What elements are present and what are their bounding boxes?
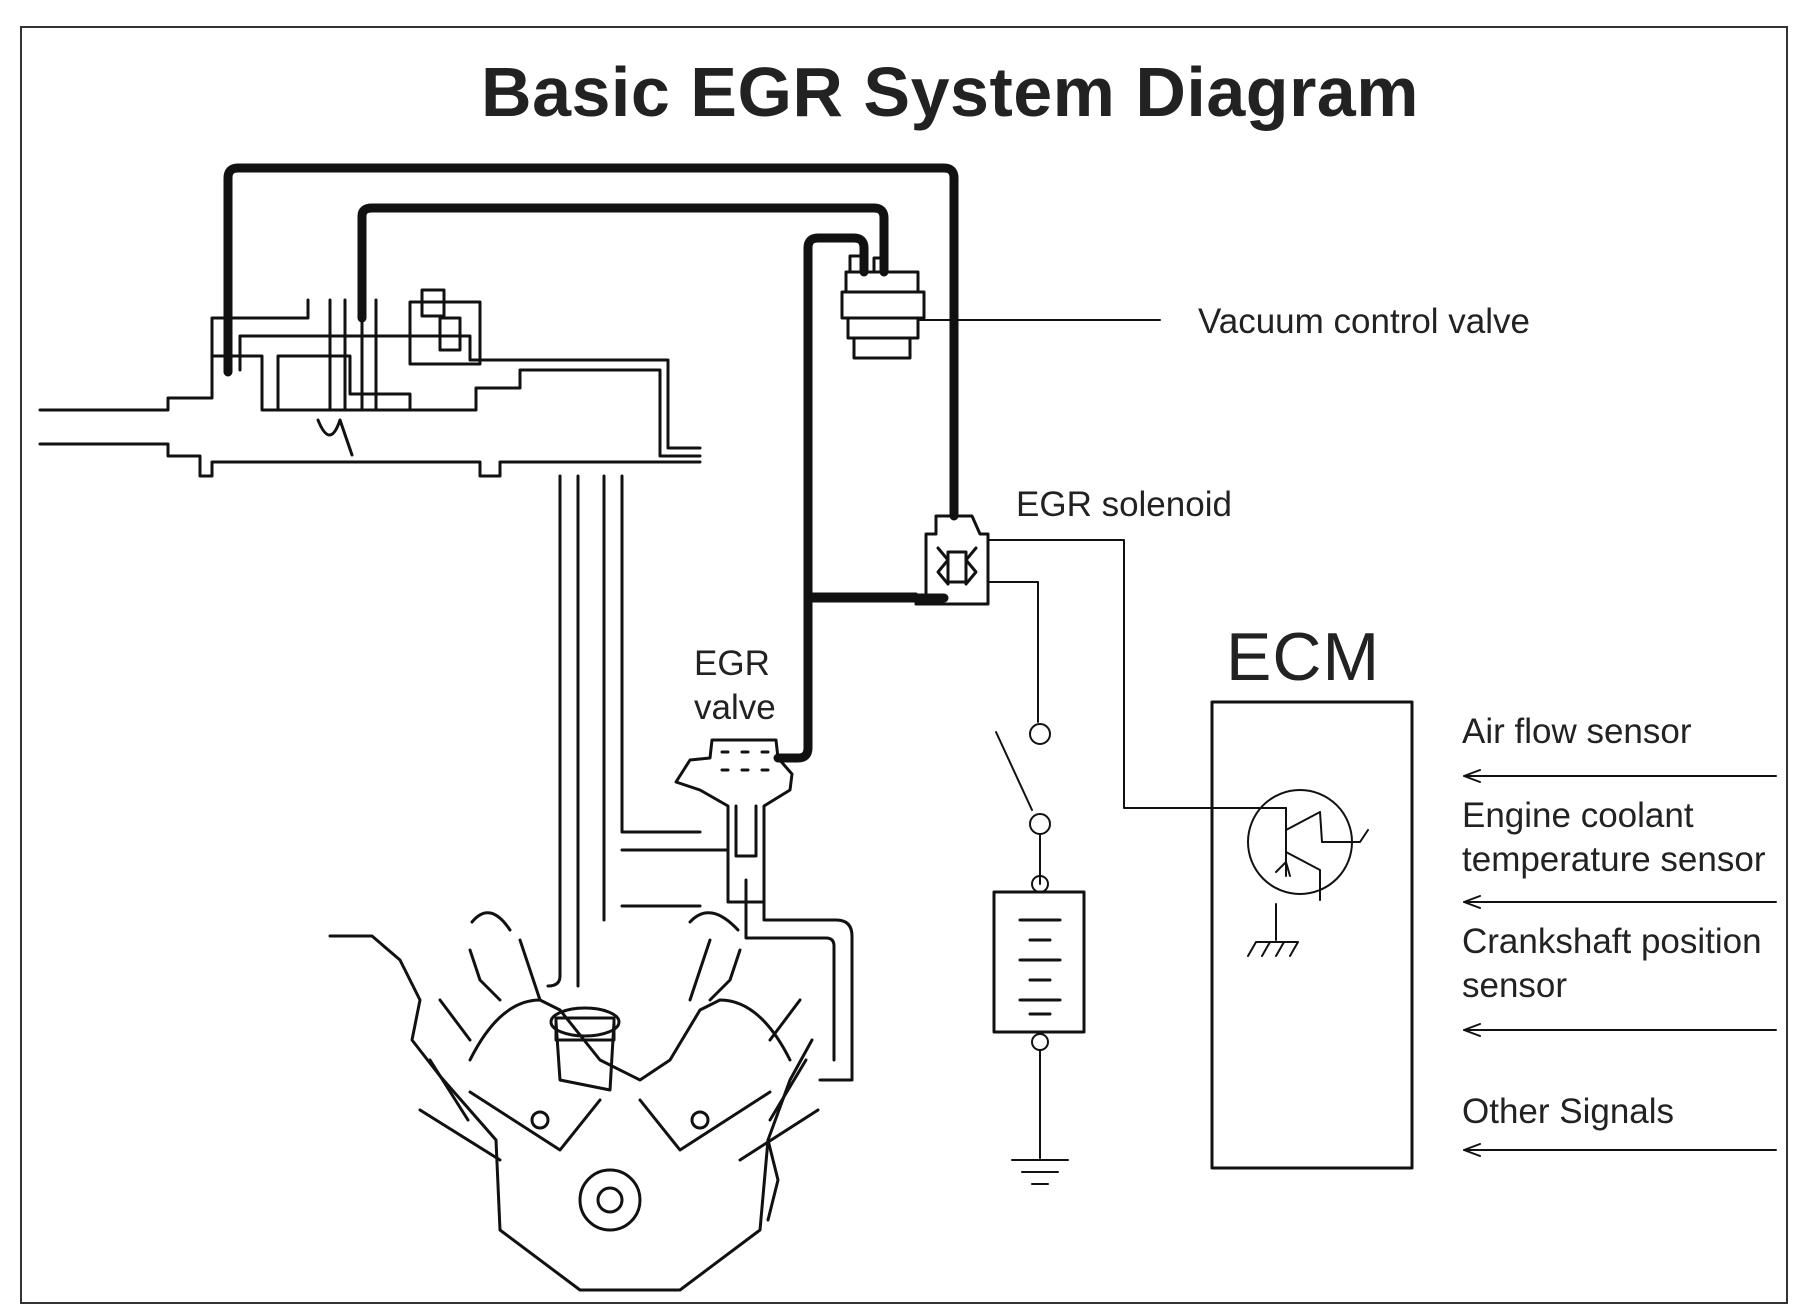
- engine-block: [328, 911, 820, 1292]
- input-label-crankshaft-line1: Crankshaft position: [1462, 922, 1762, 961]
- diagram-title: Basic EGR System Diagram: [481, 53, 1419, 131]
- ecm-module: [1210, 700, 1414, 1170]
- input-label-crankshaft-line2: sensor: [1462, 966, 1568, 1005]
- throttle-assembly: [316, 288, 482, 457]
- egr-valve-label-line2: valve: [694, 688, 776, 727]
- diagram-border: [20, 26, 1788, 1304]
- egr-valve-label-line1: EGR: [694, 644, 770, 683]
- input-label-coolant-line2: temperature sensor: [1462, 840, 1766, 879]
- egr-solenoid-label: EGR solenoid: [1016, 485, 1232, 524]
- egr-valve: [674, 738, 794, 904]
- input-label-air-flow: Air flow sensor: [1462, 712, 1692, 751]
- vacuum-hoses: [223, 163, 959, 763]
- vacuum-control-valve-label: Vacuum control valve: [1198, 302, 1531, 341]
- input-label-other-signals: Other Signals: [1462, 1092, 1675, 1131]
- input-label-coolant-line1: Engine coolant: [1462, 796, 1694, 835]
- egr-pipes: [546, 474, 854, 1082]
- egr-solenoid: [806, 514, 1271, 809]
- vacuum-control-valve: [840, 254, 1161, 360]
- input-arrows: [1463, 769, 1777, 1157]
- ecm-label: ECM: [1226, 619, 1381, 695]
- switch-battery-circuit: [992, 723, 1086, 1185]
- intake-duct: [38, 298, 702, 478]
